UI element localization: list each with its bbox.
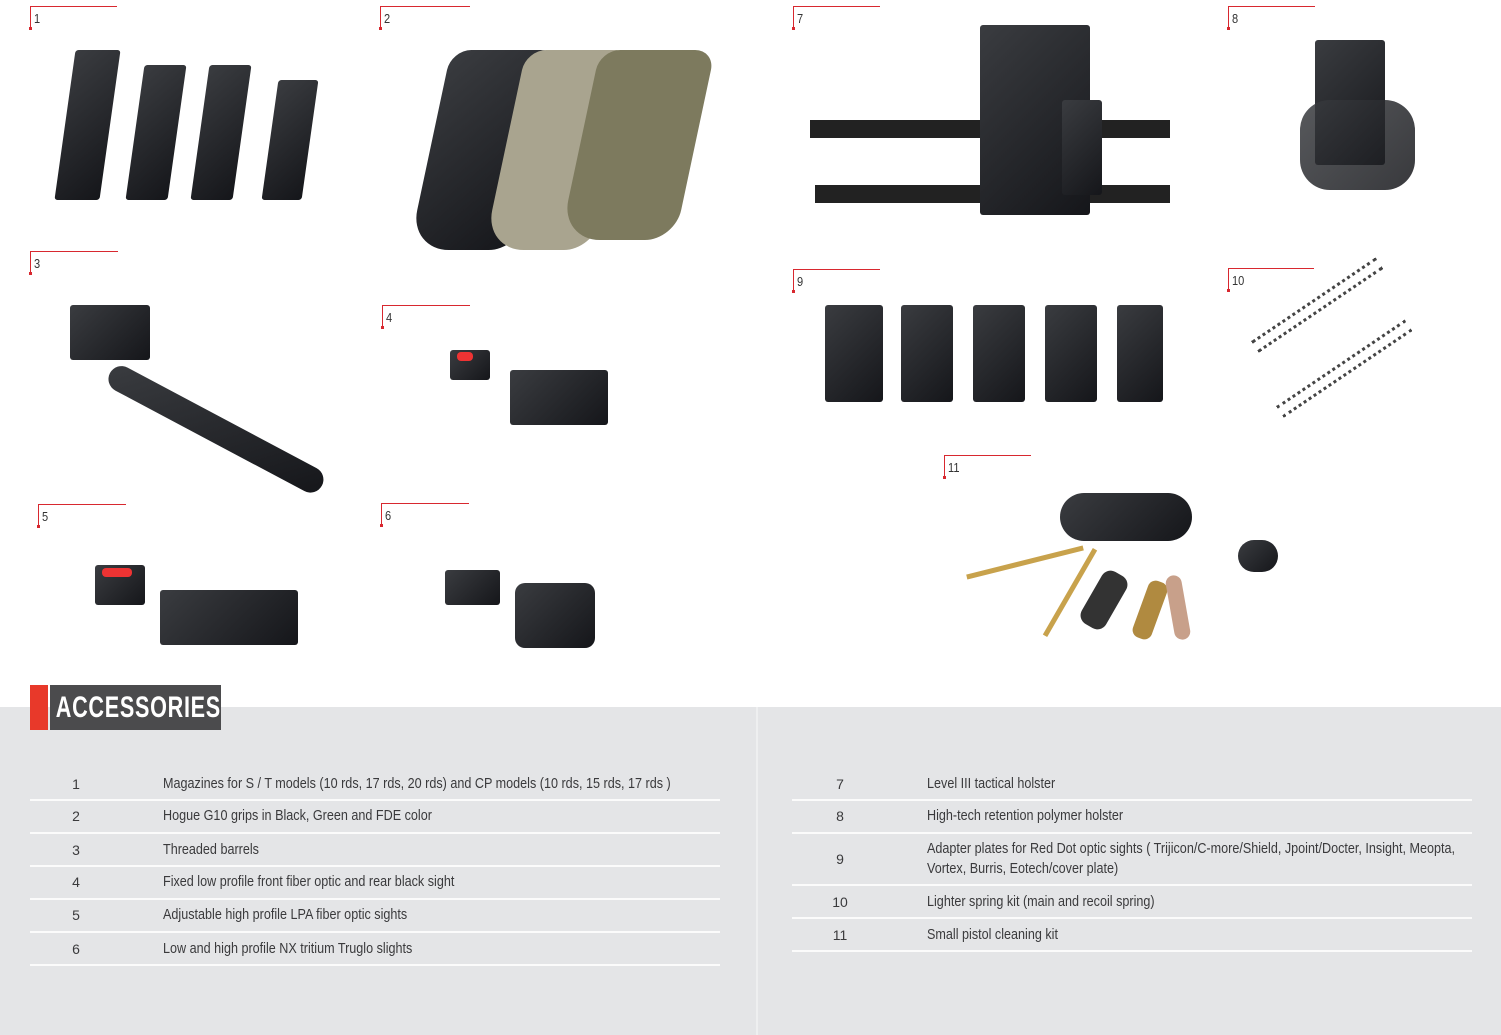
row-number: 2 xyxy=(72,808,80,824)
table-row: 9 Adapter plates for Red Dot optic sights… xyxy=(792,834,1472,886)
section-title-text: ACCESSORIES xyxy=(55,691,221,724)
table-row: 8 High-tech retention polymer holster xyxy=(792,801,1472,834)
row-text: Hogue G10 grips in Black, Green and FDE … xyxy=(163,807,432,824)
label-number: 3 xyxy=(34,256,41,271)
row-number: 8 xyxy=(836,808,844,824)
table-row: 4 Fixed low profile front fiber optic and… xyxy=(30,867,720,900)
table-row: 11 Small pistol cleaning kit xyxy=(792,919,1472,952)
label-number: 4 xyxy=(386,310,393,325)
row-text: Adjustable high profile LPA fiber optic … xyxy=(163,906,408,923)
table-row: 10 Lighter spring kit (main and recoil sp… xyxy=(792,886,1472,919)
row-number: 1 xyxy=(72,776,80,792)
spring-kit-image xyxy=(1251,257,1420,420)
grips-image xyxy=(408,45,716,255)
label-number: 9 xyxy=(797,274,804,289)
row-text: Low and high profile NX tritium Truglo s… xyxy=(163,940,413,957)
row-number: 11 xyxy=(832,927,848,943)
row-text: Small pistol cleaning kit xyxy=(927,926,1058,943)
adapter-plates-image xyxy=(825,305,1170,405)
row-number: 4 xyxy=(72,874,80,890)
table-row: 5 Adjustable high profile LPA fiber optic… xyxy=(30,900,720,933)
threaded-barrel-image xyxy=(70,300,335,498)
label-number: 7 xyxy=(797,11,804,26)
label-number: 1 xyxy=(34,11,41,26)
tactical-holster-image xyxy=(800,25,1175,225)
row-text: High-tech retention polymer holster xyxy=(927,807,1124,824)
table-row: 1 Magazines for S / T models (10 rds, 17 … xyxy=(30,768,720,801)
row-number: 9 xyxy=(836,851,844,867)
fiber-optic-sights-image xyxy=(445,350,615,435)
table-row: 2 Hogue G10 grips in Black, Green and FDE… xyxy=(30,801,720,834)
column-divider xyxy=(756,707,758,1035)
label-number: 11 xyxy=(948,460,960,475)
truglo-sights-image xyxy=(440,565,605,655)
row-text: Threaded barrels xyxy=(163,841,259,858)
label-number: 10 xyxy=(1232,273,1245,288)
row-number: 6 xyxy=(72,941,80,957)
row-text: Level III tactical holster xyxy=(927,775,1056,792)
cleaning-kit-image xyxy=(960,490,1290,660)
lpa-sights-image xyxy=(90,560,305,650)
row-text: Lighter spring kit (main and recoil spri… xyxy=(927,893,1155,910)
row-number: 3 xyxy=(72,842,80,858)
table-row: 3 Threaded barrels xyxy=(30,834,720,867)
section-accent-bar xyxy=(30,685,48,730)
table-row: 7 Level III tactical holster xyxy=(792,768,1472,801)
accessories-panel xyxy=(0,707,1501,1035)
row-number: 10 xyxy=(832,894,848,910)
table-row: 6 Low and high profile NX tritium Truglo … xyxy=(30,933,720,966)
label-number: 2 xyxy=(384,11,391,26)
row-text: Magazines for S / T models (10 rds, 17 r… xyxy=(163,775,671,792)
row-number: 7 xyxy=(836,776,844,792)
section-title: ACCESSORIES xyxy=(50,685,221,730)
row-text: Fixed low profile front fiber optic and … xyxy=(163,873,455,890)
row-text: Adapter plates for Red Dot optic sights … xyxy=(927,840,1456,857)
label-number: 8 xyxy=(1232,11,1239,26)
magazines-image xyxy=(50,45,330,210)
label-number: 6 xyxy=(385,508,392,523)
label-number: 5 xyxy=(42,509,49,524)
row-text-line-2: Vortex, Burris, Eotech/cover plate) xyxy=(927,860,1119,877)
row-number: 5 xyxy=(72,907,80,923)
polymer-holster-image xyxy=(1295,40,1420,195)
